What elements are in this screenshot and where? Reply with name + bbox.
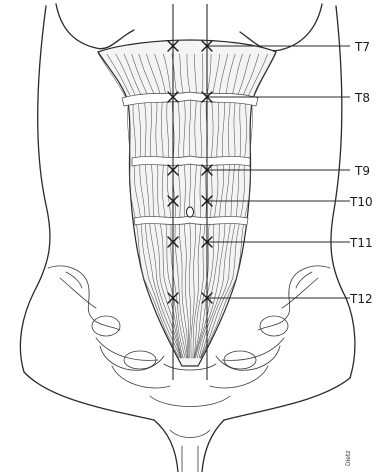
label-t9: T9 [354,164,370,178]
tendinous-intersection-middle [132,156,250,166]
dermatome-labels: T7 T8 T9 T10 T11 T12 [349,40,373,306]
label-t8: T8 [354,91,370,105]
rectus-abdominis [98,40,276,366]
label-t11: T11 [349,236,373,250]
label-t7: T7 [354,40,370,54]
label-t12: T12 [349,292,373,306]
label-t10: T10 [349,195,373,209]
artist-signature: Dietz [345,451,352,466]
umbilicus [187,207,194,217]
